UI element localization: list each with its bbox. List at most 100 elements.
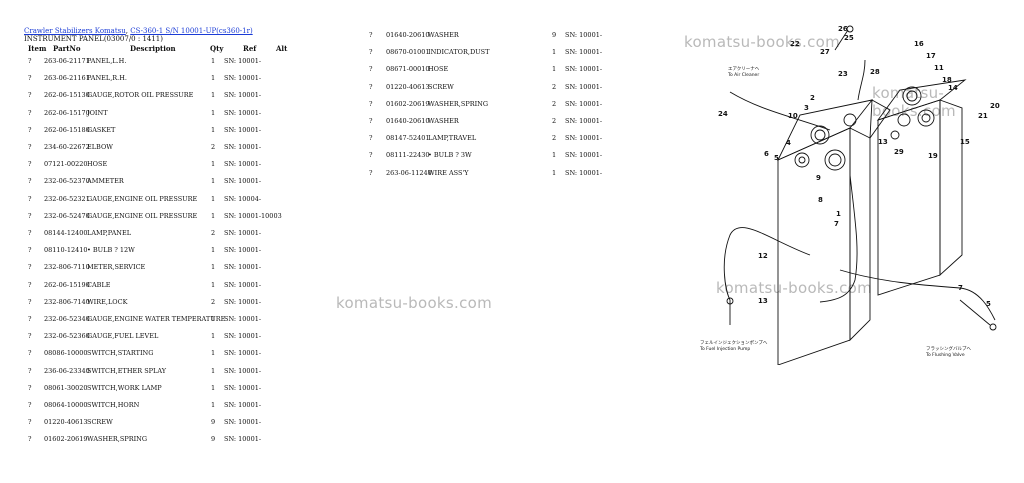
callout-number: 29 xyxy=(894,148,904,156)
callout-number: 18 xyxy=(942,76,952,84)
partno-cell: 262-06-15180 xyxy=(44,125,90,134)
serial-range-cell: SN: 10001- xyxy=(565,134,603,143)
serial-range-cell: SN: 10001- xyxy=(224,366,262,375)
item-cell: ? xyxy=(28,246,32,255)
item-cell: ? xyxy=(28,194,32,203)
qty-cell: 1 xyxy=(211,125,216,134)
callout-number: 23 xyxy=(838,70,848,78)
item-cell: ? xyxy=(369,48,373,57)
callout-number: 5 xyxy=(986,300,991,308)
qty-cell: 1 xyxy=(552,151,557,160)
qty-cell: 9 xyxy=(211,435,216,444)
partno-cell: 232-06-52321 xyxy=(44,194,90,203)
callout-number: 13 xyxy=(758,297,768,305)
item-cell: ? xyxy=(28,280,32,289)
description-cell: PANEL,L.H. xyxy=(87,57,127,65)
item-cell: ? xyxy=(369,151,373,160)
qty-cell: 1 xyxy=(211,349,216,358)
partno-cell: 232-06-52360 xyxy=(44,332,90,341)
description-cell: INDICATOR,DUST xyxy=(428,48,490,57)
partno-cell: 08144-12400 xyxy=(44,229,88,237)
callout-number: 3 xyxy=(804,104,809,112)
item-cell: ? xyxy=(369,82,373,91)
breadcrumb-link-crawler-stabilizers[interactable]: Crawler Stabilizers Komatsu xyxy=(24,27,126,35)
callout-number: 24 xyxy=(718,110,728,118)
item-cell: ? xyxy=(369,99,373,108)
item-cell: ? xyxy=(28,211,32,220)
serial-range-cell: SN: 10001- xyxy=(565,168,603,177)
breadcrumb-separator: , xyxy=(125,27,129,35)
serial-range-cell: SN: 10001- xyxy=(224,143,262,151)
qty-cell: 2 xyxy=(552,99,557,108)
item-cell: ? xyxy=(369,168,373,177)
description-cell: ELBOW xyxy=(87,143,113,151)
item-cell: ? xyxy=(28,229,32,237)
diagram-callouts: 26 25 27 22 23 28 16 17 18 11 14 20 21 2… xyxy=(718,25,1000,308)
description-cell: GAUGE,FUEL LEVEL xyxy=(87,332,159,341)
callout-number: 22 xyxy=(790,40,800,48)
item-cell: ? xyxy=(28,332,32,341)
partno-cell: 08111-22430 xyxy=(386,151,430,160)
item-cell: ? xyxy=(369,117,373,125)
partno-cell: 263-06-21171 xyxy=(44,57,90,65)
description-cell: LAMP,TRAVEL xyxy=(428,134,477,143)
callout-number: 7 xyxy=(958,284,963,292)
qty-cell: 1 xyxy=(211,57,216,65)
description-cell: WASHER xyxy=(428,117,459,125)
callout-number: 28 xyxy=(870,68,880,76)
item-cell: ? xyxy=(28,315,32,323)
serial-range-cell: SN: 10001- xyxy=(565,31,603,39)
description-cell: JOINT xyxy=(87,108,108,117)
serial-range-cell: SN: 10001-10003 xyxy=(224,211,282,220)
item-cell: ? xyxy=(28,366,32,375)
description-cell: HOSE xyxy=(428,65,449,74)
qty-cell: 9 xyxy=(211,418,216,427)
partno-cell: 01640-20610 xyxy=(386,117,430,125)
qty-cell: 1 xyxy=(211,108,216,117)
callout-number: 11 xyxy=(934,64,944,72)
item-cell: ? xyxy=(28,160,32,169)
partno-cell: 262-06-15130 xyxy=(44,91,90,100)
qty-cell: 1 xyxy=(211,177,216,186)
qty-cell: 2 xyxy=(211,143,216,151)
callout-number: 10 xyxy=(788,112,798,120)
serial-range-cell: SN: 10001- xyxy=(224,401,262,409)
callout-number: 6 xyxy=(764,150,769,158)
qty-cell: 1 xyxy=(211,401,216,409)
qty-cell: 9 xyxy=(552,31,557,39)
label-line: To Fuel Injection Pump xyxy=(699,346,750,352)
callout-number: 8 xyxy=(818,196,823,204)
callout-number: 17 xyxy=(926,52,936,60)
partno-cell: 08061-30020 xyxy=(44,383,88,392)
partno-cell: 232-06-52340 xyxy=(44,315,90,323)
serial-range-cell: SN: 10001- xyxy=(224,349,262,358)
label-line: エアクリーナヘ xyxy=(728,66,760,72)
description-cell: LAMP,PANEL xyxy=(87,229,132,237)
qty-cell: 1 xyxy=(211,383,216,392)
serial-range-cell: SN: 10001- xyxy=(224,160,262,169)
callout-number: 5 xyxy=(774,154,779,162)
serial-range-cell: SN: 10001- xyxy=(224,177,262,186)
callout-number: 27 xyxy=(820,48,830,56)
qty-cell: 1 xyxy=(211,263,216,272)
label-line: フェルインジェクションポンプへ xyxy=(700,339,768,346)
item-cell: ? xyxy=(28,435,32,444)
callout-number: 19 xyxy=(928,152,938,160)
callout-number: 21 xyxy=(978,112,988,120)
qty-cell: 1 xyxy=(211,315,216,323)
description-cell: SCREW xyxy=(428,82,454,91)
partno-cell: 01602-20619 xyxy=(44,435,88,444)
qty-cell: 1 xyxy=(552,168,557,177)
description-cell: CABLE xyxy=(87,280,111,289)
partno-cell: 232-806-7110 xyxy=(44,263,90,272)
item-cell: ? xyxy=(369,31,373,39)
serial-range-cell: SN: 10001- xyxy=(565,117,603,125)
item-cell: ? xyxy=(28,177,32,186)
serial-range-cell: SN: 10001- xyxy=(224,418,262,427)
partno-cell: 263-06-11240 xyxy=(386,168,432,177)
description-cell: HOSE xyxy=(87,160,108,169)
breadcrumb-link-model[interactable]: CS-360-1 S/N 10001-UP(cs360-1r) xyxy=(130,27,253,35)
item-cell: ? xyxy=(369,134,373,143)
